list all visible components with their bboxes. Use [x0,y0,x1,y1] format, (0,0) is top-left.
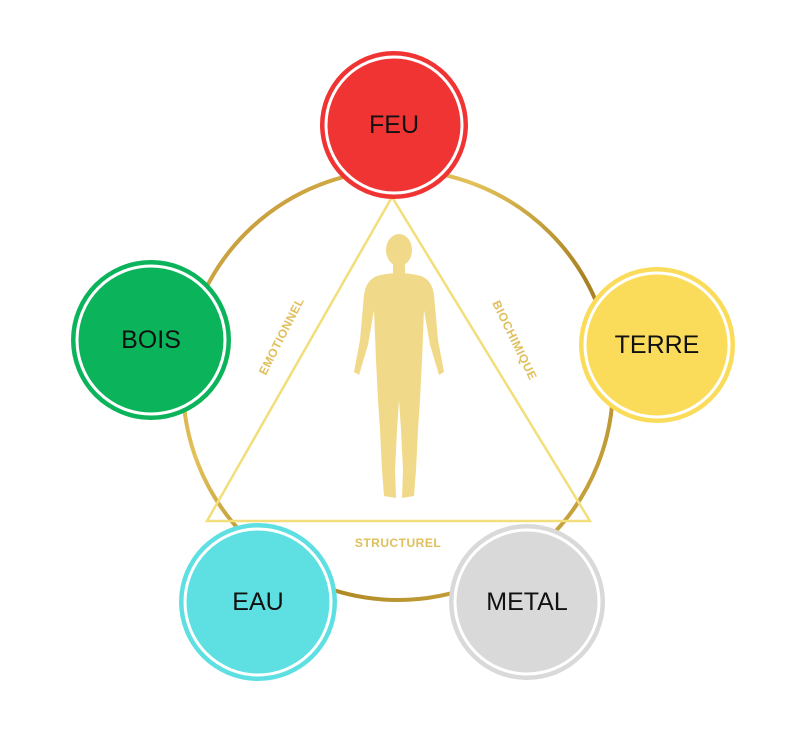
inner-triangle [204,194,593,523]
node-terre: TERRE [579,267,735,423]
node-terre-label: TERRE [615,331,700,359]
node-bois: BOIS [71,260,231,420]
label-emotionnel: EMOTIONNEL [256,295,307,377]
node-eau: EAU [179,523,337,681]
node-metal-label: METAL [486,588,568,616]
node-metal: METAL [449,524,605,680]
label-structurel: STRUCTUREL [355,536,441,550]
node-eau-label: EAU [232,588,283,616]
node-feu: FEU [320,51,468,199]
node-feu-label: FEU [369,111,419,139]
human-figure-icon [354,234,444,498]
node-bois-label: BOIS [121,326,181,354]
